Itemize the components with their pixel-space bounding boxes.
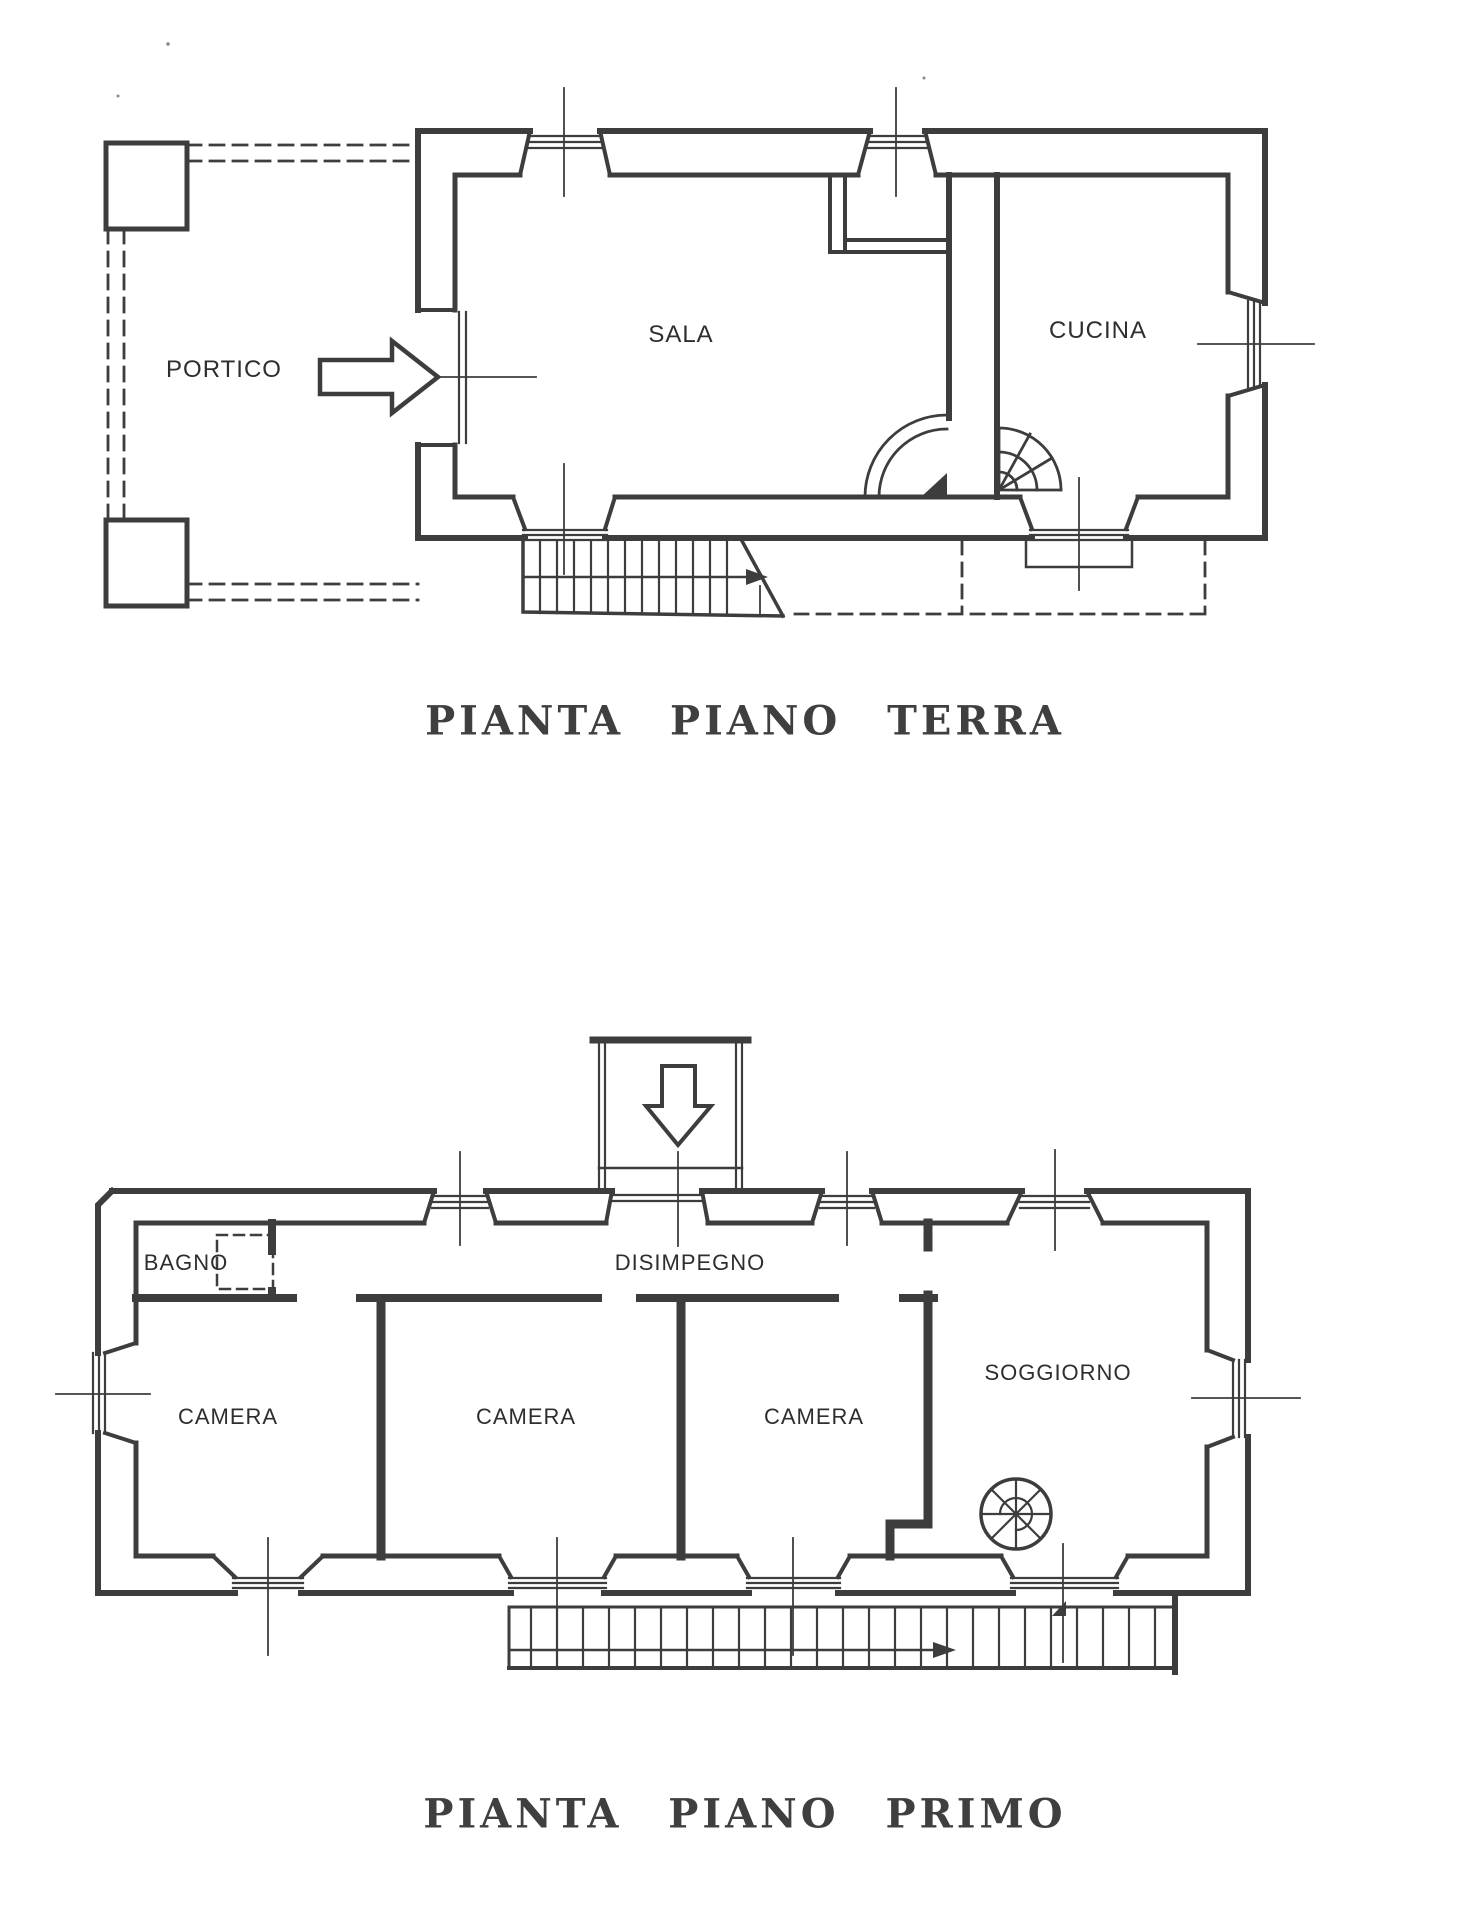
- room-label-bagno: BAGNO: [143, 1250, 229, 1275]
- dashed-projection: [793, 539, 1207, 616]
- stair-direction-arrow-icon: [933, 1642, 956, 1658]
- window-icon: [421, 1151, 499, 1246]
- stair-direction-arrow-icon: [746, 569, 768, 585]
- partition-wall: [885, 1218, 933, 1561]
- outer-wall: [415, 128, 1268, 541]
- first-floor-title: PIANTA PIANO PRIMO: [423, 1790, 1067, 1838]
- spiral-staircase-icon: [997, 426, 1063, 492]
- portico-pillar: [103, 517, 190, 609]
- entrance-arrow-icon: [641, 1064, 716, 1149]
- room-label-cucina: CUCINA: [1048, 317, 1148, 344]
- wall-niche: [828, 173, 951, 254]
- entrance-door: [603, 1151, 711, 1247]
- window-icon: [855, 87, 939, 197]
- external-staircase: [507, 1595, 1178, 1675]
- spiral-staircase-icon: [979, 1477, 1053, 1551]
- outer-wall: [95, 1186, 1251, 1596]
- window-icon: [734, 1537, 853, 1656]
- inner-wall: [452, 172, 1231, 500]
- portico-structure: [103, 140, 420, 609]
- entrance-door: [416, 308, 468, 447]
- portico-pillar: [103, 140, 190, 232]
- first-floor-plan: [55, 1036, 1301, 1675]
- bagno-dashed-shaft: [215, 1233, 275, 1291]
- room-label-portico: PORTICO: [166, 356, 282, 383]
- room-label-sala: SALA: [648, 321, 714, 348]
- window-icon: [1017, 477, 1141, 591]
- window-icon: [55, 1340, 151, 1446]
- window-icon: [809, 1151, 885, 1246]
- external-staircase: [521, 538, 786, 619]
- scan-artifact: [116, 42, 926, 98]
- window-icon: [1191, 1347, 1301, 1450]
- ground-floor-plan: [103, 87, 1315, 619]
- partition-wall: [946, 172, 1000, 500]
- room-label-soggiorno: SOGGIORNO: [984, 1360, 1132, 1385]
- room-label-camera-right: CAMERA: [763, 1404, 865, 1429]
- window-icon: [210, 1537, 326, 1656]
- room-label-disimpegno: DISIMPEGNO: [614, 1250, 766, 1275]
- window-icon: [1004, 1149, 1106, 1251]
- partition-wall: [376, 1297, 686, 1561]
- window-icon: [517, 87, 613, 197]
- window-icon: [510, 463, 618, 575]
- window-icon: [1197, 289, 1315, 399]
- entry-balcony: [589, 1036, 752, 1193]
- ground-floor-title: PIANTA PIANO TERRA: [425, 697, 1065, 745]
- entrance-arrow-icon: [317, 336, 442, 418]
- room-label-camera-middle: CAMERA: [475, 1404, 577, 1429]
- room-label-camera-left: CAMERA: [177, 1404, 279, 1429]
- window-icon: [998, 1543, 1131, 1663]
- door-swing-arc: [863, 413, 949, 499]
